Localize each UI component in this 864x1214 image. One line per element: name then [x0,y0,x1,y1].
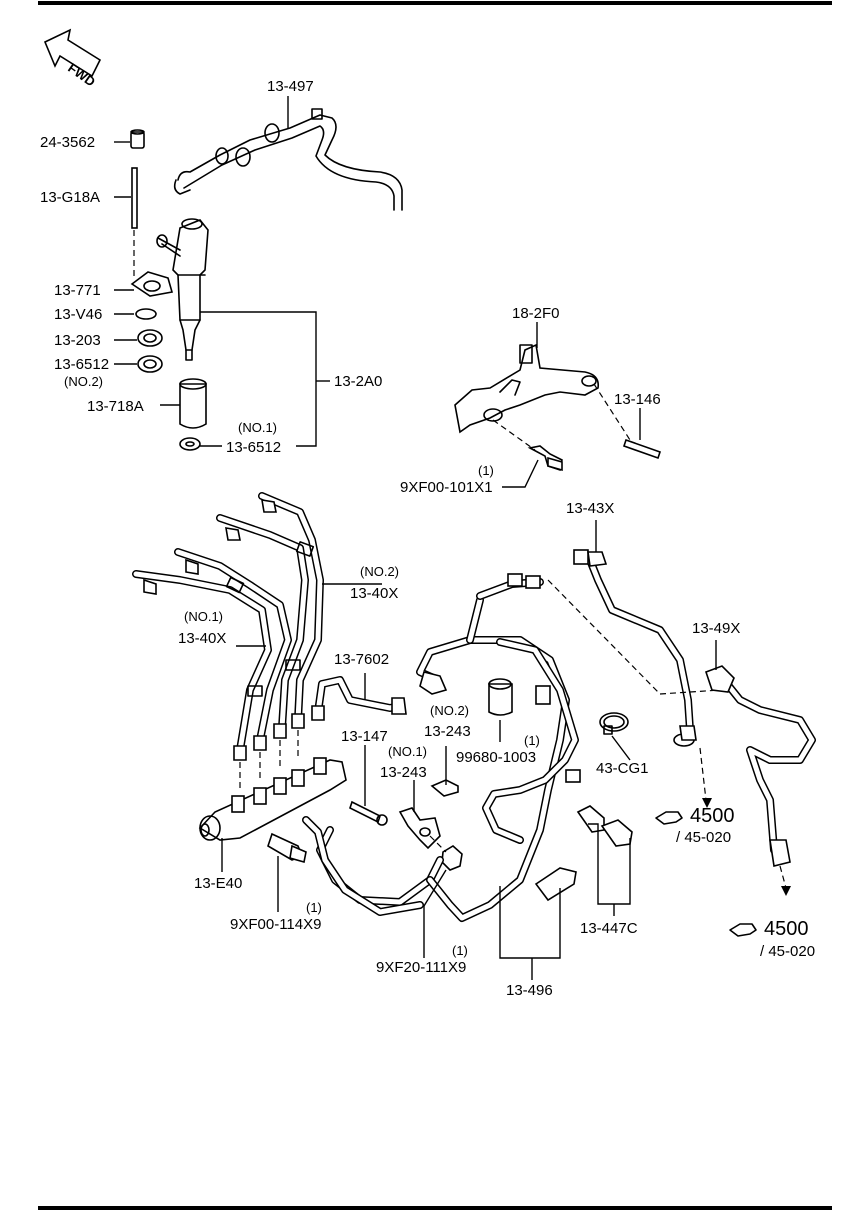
label-13-496: 13-496 [506,982,553,999]
label-9xf00-101x1: 9XF00-101X1 [400,479,493,496]
label-13-6512-no1: 13-6512 [226,439,281,456]
label-18-2f0: 18-2F0 [512,305,560,322]
injection-pipes-13-40x [132,492,324,761]
hose-clamp-43-cg1 [599,712,629,735]
label-13-40x-no1: 13-40X [178,630,226,647]
label-13-243-no1: 13-243 [380,764,427,781]
label-13-147: 13-147 [341,728,388,745]
label-qty-c: (1) [306,900,322,915]
label-no2-b: (NO.2) [360,564,399,579]
washer-13-6512-no2 [137,355,163,373]
label-ref-45020-a: / 45-020 [676,829,731,846]
label-no1-c: (NO.1) [388,744,427,759]
label-13-2a0: 13-2A0 [334,373,382,390]
label-qty-d: (1) [452,943,468,958]
hose-13-43x [573,549,697,747]
label-no1-b: (NO.1) [184,609,223,624]
washer-13-6512-no1 [179,437,201,451]
label-13-146: 13-146 [614,391,661,408]
label-ref-4500-a: 4500 [690,805,735,827]
label-9xf20-111x9: 9XF20-111X9 [376,959,466,976]
stud-13-147 [349,800,388,826]
bracket-13-243-no1 [398,807,441,850]
label-13-43x: 13-43X [566,500,614,517]
return-pipes-13-496 [302,573,581,922]
hand-pointer-icon [729,923,757,937]
arrow-to-ref-a [702,798,712,808]
arrow-to-ref-b [781,886,791,896]
hose-13-49x [704,665,816,867]
hand-pointer-icon [655,811,683,825]
leak-off-pipe [173,108,403,211]
label-13-497: 13-497 [267,78,314,95]
label-13-447c: 13-447C [580,920,638,937]
cap-99680-1003 [488,678,513,716]
nut-9xf20-111x9 [441,845,463,871]
label-ref-4500-b: 4500 [764,918,809,940]
label-13-e40: 13-E40 [194,875,242,892]
o-ring-13-v46 [135,308,157,320]
clamp-13-771 [130,271,174,297]
bracket-13-243-no2 [430,779,459,797]
label-no1-a: (NO.1) [238,420,277,435]
label-13-6512-no2: 13-6512 [54,356,109,373]
label-13-v46: 13-V46 [54,306,102,323]
label-13-203: 13-203 [54,332,101,349]
label-no2-a: (NO.2) [64,374,103,389]
label-13-771: 13-771 [54,282,101,299]
label-13-7602: 13-7602 [334,651,389,668]
label-13-40x-no2: 13-40X [350,585,398,602]
label-13-49x: 13-49X [692,620,740,637]
clips-13-447c [576,805,633,847]
label-13-718a: 13-718A [87,398,144,415]
label-43-cg1: 43-CG1 [596,760,649,777]
sleeve-13-718a [179,378,207,429]
stud-13-g18a [131,167,138,229]
stud-13-146 [622,438,662,460]
label-24-3562: 24-3562 [40,134,95,151]
label-no2-c: (NO.2) [430,703,469,718]
bracket-18-2f0 [454,343,600,434]
label-ref-45020-b: / 45-020 [760,943,815,960]
label-qty-b: (1) [524,733,540,748]
label-13-243-no2: 13-243 [424,723,471,740]
bolt-9xf00-101x1 [527,445,563,472]
label-qty-a: (1) [478,463,494,478]
bolt-9xf00-114x9 [267,832,307,864]
label-99680-1003: 99680-1003 [456,749,536,766]
cap-24-3562 [130,129,145,149]
pipe-13-7602 [311,676,407,721]
injector-13-2a0 [156,218,209,361]
label-9xf00-114x9: 9XF00-114X9 [230,916,321,933]
fwd-direction-arrow: FWD [43,28,102,89]
seal-13-203 [137,329,163,347]
common-rail-13-e40 [198,757,347,841]
label-13-g18a: 13-G18A [40,189,100,206]
